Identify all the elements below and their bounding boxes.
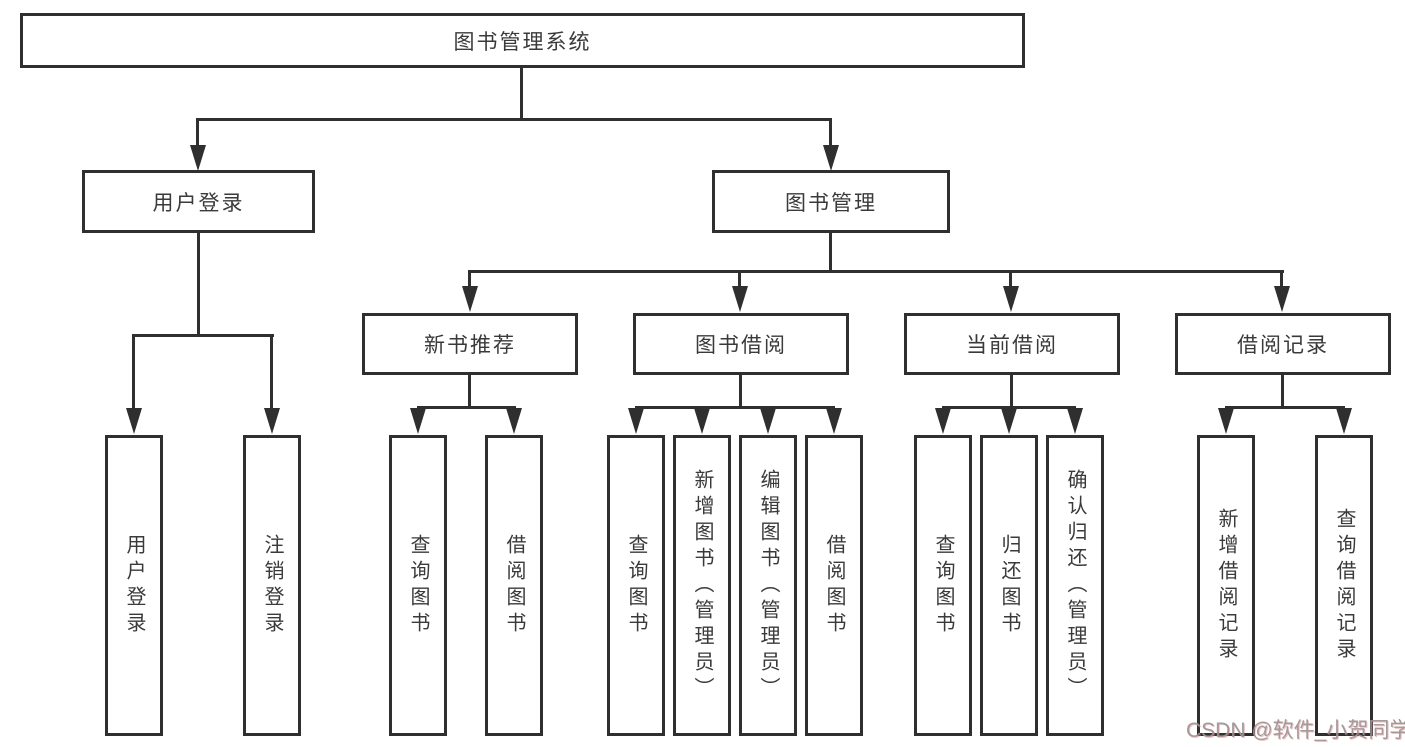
connector-cb-rail xyxy=(942,406,1076,409)
node-br-add-label: 新增借阅记录 xyxy=(1215,507,1237,664)
node-bb-borrow: 借阅图书 xyxy=(805,435,863,736)
arrow-to-new-book-rec-icon xyxy=(462,286,478,312)
arrow-to-cb-return-icon xyxy=(1001,408,1017,434)
connector-br-rail xyxy=(1225,406,1345,409)
node-bb-query-label: 查询图书 xyxy=(625,533,647,638)
node-rec-borrow-label: 借阅图书 xyxy=(503,533,525,638)
node-ul-login: 用户登录 xyxy=(105,435,163,736)
node-book-mgmt: 图书管理 xyxy=(712,170,950,233)
arrow-to-br-query-icon xyxy=(1336,408,1352,434)
node-bb-edit: 编辑图书（管理员） xyxy=(739,435,797,736)
node-book-borrow-label: 图书借阅 xyxy=(695,334,787,357)
node-rec-borrow: 借阅图书 xyxy=(485,435,543,736)
arrow-to-bb-edit-icon xyxy=(760,408,776,434)
connector-rec-rail xyxy=(417,406,516,409)
node-book-mgmt-label: 图书管理 xyxy=(785,191,877,215)
node-br-query-label: 查询借阅记录 xyxy=(1333,507,1355,664)
arrow-to-ul-logout-icon xyxy=(264,408,280,434)
node-bb-add: 新增图书（管理员） xyxy=(673,435,731,736)
arrow-to-cb-query-icon xyxy=(935,408,951,434)
node-cb-query: 查询图书 xyxy=(914,435,972,736)
node-user-login-label: 用户登录 xyxy=(152,191,245,215)
connector-root-rail xyxy=(197,118,831,121)
connector-user-login-rail xyxy=(133,334,274,337)
arrow-to-rec-query-icon xyxy=(410,408,426,434)
node-book-borrow: 图书借阅 xyxy=(633,313,849,375)
node-cb-confirm: 确认归还（管理员） xyxy=(1046,435,1104,736)
node-bb-edit-label: 编辑图书（管理员） xyxy=(757,468,779,703)
csdn-watermark: CSDN @软件_小贺同学 xyxy=(1186,719,1405,742)
arrow-to-user-login-icon xyxy=(190,145,206,171)
node-user-login: 用户登录 xyxy=(82,170,315,233)
node-current-borrow: 当前借阅 xyxy=(904,313,1120,375)
connector-user-login-stem xyxy=(196,118,199,147)
connector-br-down xyxy=(1281,375,1284,409)
arrow-to-book-borrow-icon xyxy=(732,286,748,312)
node-new-book-rec-label: 新书推荐 xyxy=(424,334,516,357)
arrow-to-rec-borrow-icon xyxy=(506,408,522,434)
node-ul-logout-label: 注销登录 xyxy=(261,533,283,638)
arrow-to-book-mgmt-icon xyxy=(823,145,839,171)
connector-book-mgmt-down xyxy=(829,233,832,273)
connector-new-book-rec-stem xyxy=(468,270,471,288)
node-bb-borrow-label: 借阅图书 xyxy=(823,533,845,638)
connector-book-mgmt-stem xyxy=(829,118,832,147)
arrow-to-br-add-icon xyxy=(1218,408,1234,434)
node-br-query: 查询借阅记录 xyxy=(1315,435,1373,736)
node-ul-login-label: 用户登录 xyxy=(123,533,145,638)
connector-borrow-records-stem xyxy=(1280,270,1283,288)
arrow-to-bb-borrow-icon xyxy=(826,408,842,434)
connector-user-login-down xyxy=(197,233,200,336)
node-borrow-records: 借阅记录 xyxy=(1175,313,1391,375)
node-new-book-rec: 新书推荐 xyxy=(362,313,578,375)
connector-root-stem xyxy=(520,68,523,119)
connector-cb-down xyxy=(1010,375,1013,409)
node-current-borrow-label: 当前借阅 xyxy=(966,334,1058,357)
connector-bb-down xyxy=(739,375,742,409)
node-bb-query: 查询图书 xyxy=(607,435,665,736)
node-rec-query: 查询图书 xyxy=(389,435,447,736)
connector-book-mgmt-rail xyxy=(469,270,1284,273)
arrow-to-bb-query-icon xyxy=(628,408,644,434)
arrow-to-bb-add-icon xyxy=(694,408,710,434)
connector-ul-login-stem xyxy=(132,334,135,410)
arrow-to-ul-login-icon xyxy=(126,408,142,434)
arrow-to-cb-confirm-icon xyxy=(1067,408,1083,434)
arrow-to-current-borrow-icon xyxy=(1003,286,1019,312)
node-root: 图书管理系统 xyxy=(20,13,1025,68)
connector-book-borrow-stem xyxy=(738,270,741,288)
node-cb-return-label: 归还图书 xyxy=(998,533,1020,638)
node-borrow-records-label: 借阅记录 xyxy=(1237,334,1329,357)
node-rec-query-label: 查询图书 xyxy=(407,533,429,638)
node-br-add: 新增借阅记录 xyxy=(1197,435,1255,736)
node-bb-add-label: 新增图书（管理员） xyxy=(691,468,713,703)
node-root-label: 图书管理系统 xyxy=(453,30,592,54)
connector-rec-down xyxy=(468,375,471,409)
connector-ul-logout-stem xyxy=(270,334,273,410)
arrow-to-borrow-records-icon xyxy=(1274,286,1290,312)
node-cb-return: 归还图书 xyxy=(980,435,1038,736)
node-ul-logout: 注销登录 xyxy=(243,435,301,736)
node-cb-confirm-label: 确认归还（管理员） xyxy=(1064,468,1086,703)
node-cb-query-label: 查询图书 xyxy=(932,533,954,638)
connector-current-borrow-stem xyxy=(1009,270,1012,288)
connector-bb-rail xyxy=(635,406,835,409)
